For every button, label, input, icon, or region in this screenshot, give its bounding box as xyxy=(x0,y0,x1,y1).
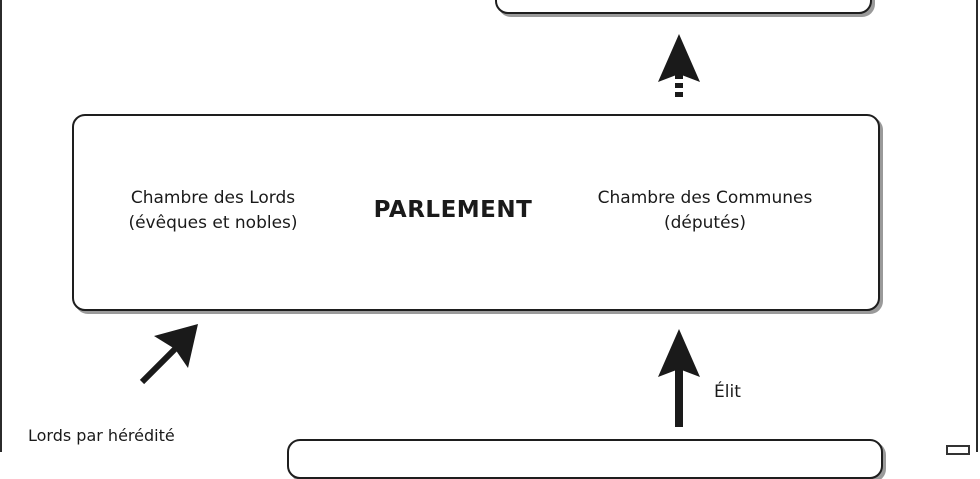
lords-par-heredite-label: Lords par hérédité xyxy=(28,426,175,445)
diagram-frame xyxy=(0,0,978,452)
parlement-box xyxy=(72,114,880,311)
dashed-up-arrow-icon xyxy=(658,34,700,97)
lords-members: (évêques et nobles) xyxy=(128,213,298,233)
communes-name: Chambre des Communes xyxy=(597,188,813,208)
lords-name: Chambre des Lords xyxy=(130,188,296,208)
elit-label: Élit xyxy=(714,382,741,402)
chambre-des-communes-label: Chambre des Communes (députés) xyxy=(585,186,825,236)
chambre-des-lords-label: Chambre des Lords (évêques et nobles) xyxy=(103,186,323,236)
bottom-box xyxy=(287,439,883,479)
diagonal-up-right-arrow-icon xyxy=(139,324,198,385)
corner-mark xyxy=(946,445,970,455)
communes-members: (députés) xyxy=(663,213,747,233)
top-box xyxy=(495,0,872,14)
parlement-title: PARLEMENT xyxy=(373,197,533,223)
up-arrow-icon xyxy=(658,329,700,427)
